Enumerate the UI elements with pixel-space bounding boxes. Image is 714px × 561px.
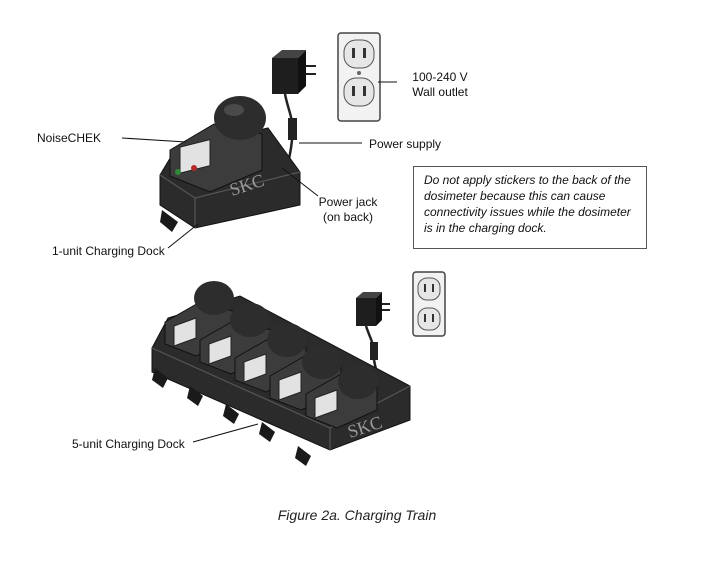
wall-outlet-label: Wall outlet <box>412 85 468 99</box>
five-unit-dock-label: 5-unit Charging Dock <box>72 437 185 451</box>
leader-power-jack <box>281 167 319 197</box>
power-supply-label: Power supply <box>369 137 442 151</box>
note-text: Do not apply stickers to the back of the… <box>424 173 631 235</box>
five-unit-devices <box>164 281 378 429</box>
leader-five-unit <box>192 423 259 443</box>
leader-noisechek <box>121 137 187 143</box>
noisechek-device <box>169 96 266 193</box>
wall-outlet-top <box>337 32 381 122</box>
leader-one-unit <box>167 223 199 249</box>
noisechek-label: NoiseCHEK <box>37 131 102 145</box>
figure-caption: Figure 2a. Charging Train <box>277 507 437 523</box>
one-unit-dock-label: 1-unit Charging Dock <box>52 244 165 258</box>
voltage-label: 100-240 V <box>412 70 468 84</box>
note-box <box>413 166 647 249</box>
power-jack-sublabel: (on back) <box>322 210 374 224</box>
wall-outlet-bottom <box>412 271 446 337</box>
power-jack-label: Power jack <box>318 195 378 209</box>
